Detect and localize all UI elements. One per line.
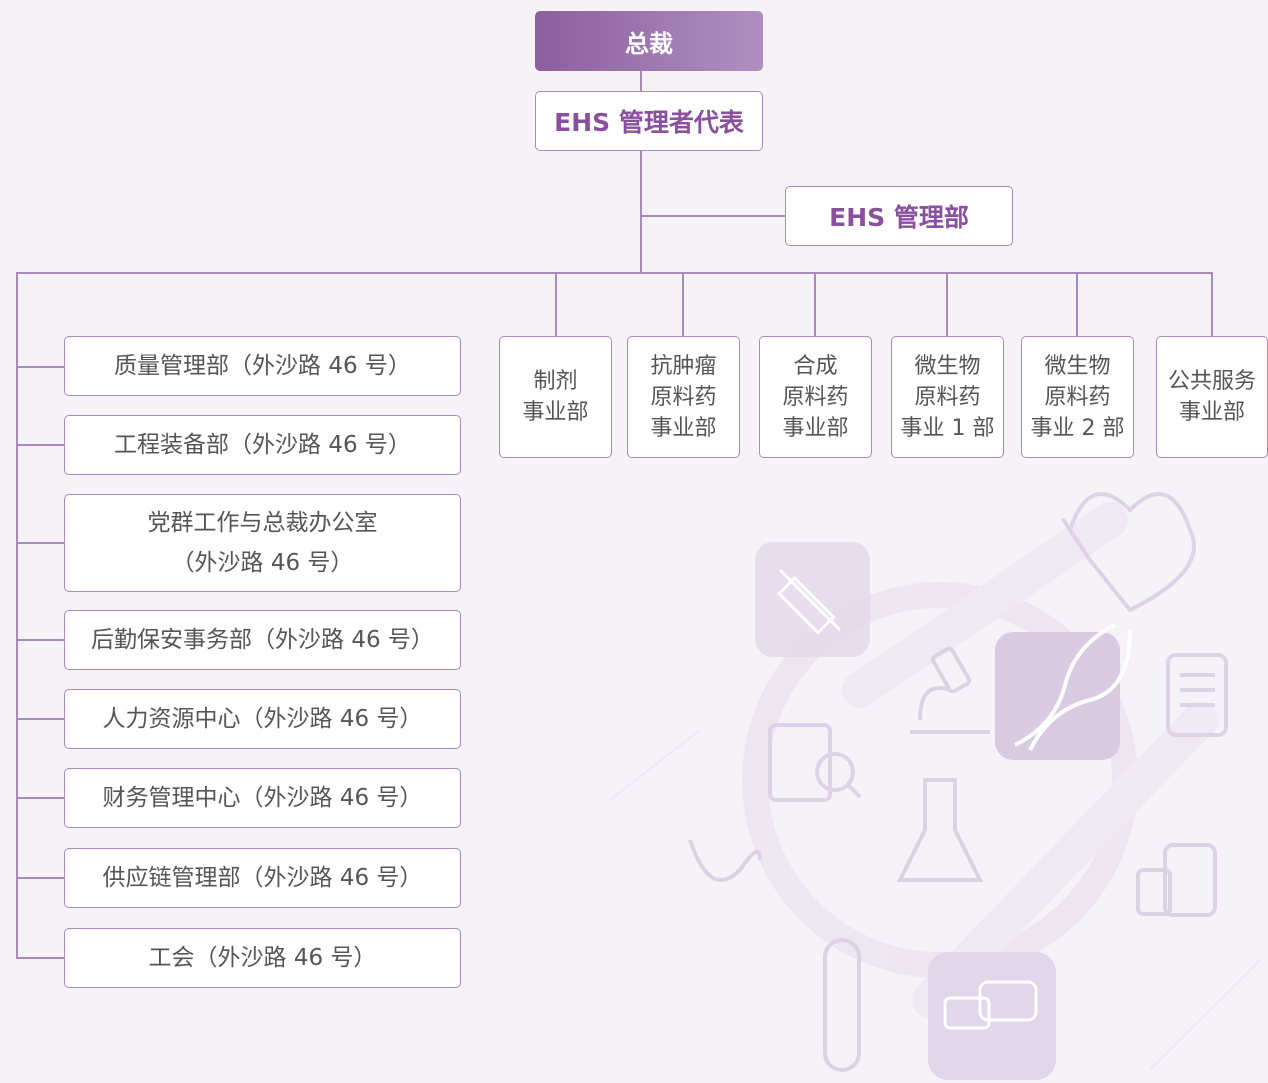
dept-finance-center: 财务管理中心（外沙路 46 号） — [64, 768, 461, 828]
branch-left-4 — [16, 639, 64, 641]
connector-top-to-rep — [640, 71, 642, 91]
unit-label-line2: 原料药 — [782, 384, 849, 410]
clipboard-icon — [1166, 653, 1228, 737]
unit-label-line1: 合成 — [793, 353, 838, 379]
unit-label-line1: 微生物 — [1044, 353, 1111, 379]
dept-logistics-security: 后勤保安事务部（外沙路 46 号） — [64, 610, 461, 670]
dept-engineering: 工程装备部（外沙路 46 号） — [64, 415, 461, 475]
dept-label: 财务管理中心（外沙路 46 号） — [102, 785, 423, 811]
branch-left-5 — [16, 718, 64, 720]
microscope-icon — [910, 646, 990, 734]
dna-icon — [995, 623, 1132, 760]
connector-rep-to-bus — [640, 151, 642, 273]
document-search-icon — [768, 723, 862, 802]
branch-left-3 — [16, 542, 64, 544]
dept-label-line2: （外沙路 46 号） — [171, 550, 354, 576]
president-label: 总裁 — [625, 29, 673, 58]
dept-label: 质量管理部（外沙路 46 号） — [114, 353, 411, 379]
unit-formulation: 制剂 事业部 — [499, 336, 612, 458]
unit-antitumor-api: 抗肿瘤 原料药 事业部 — [627, 336, 740, 458]
stethoscope-icon — [688, 839, 762, 882]
dept-supply-chain: 供应链管理部（外沙路 46 号） — [64, 848, 461, 908]
dept-hr-center: 人力资源中心（外沙路 46 号） — [64, 689, 461, 749]
dept-label: 工会（外沙路 46 号） — [148, 945, 377, 971]
main-horizontal-bus — [16, 272, 1213, 274]
unit-label-line2: 原料药 — [1044, 384, 1111, 410]
branch-unit-2 — [682, 272, 684, 336]
unit-label-line3: 事业 1 部 — [900, 415, 995, 441]
flask-icon — [896, 778, 984, 882]
unit-label-line3: 事业 2 部 — [1030, 415, 1125, 441]
medicine-bottle-icon — [1136, 843, 1217, 917]
unit-microbial-api-2: 微生物 原料药 事业 2 部 — [1021, 336, 1134, 458]
unit-label-line3: 事业部 — [782, 415, 849, 441]
dept-label: 后勤保安事务部（外沙路 46 号） — [91, 627, 434, 653]
dept-label: 人力资源中心（外沙路 46 号） — [102, 706, 423, 732]
branch-left-1 — [16, 366, 64, 368]
branch-unit-6 — [1211, 272, 1213, 336]
heart-icon — [1061, 492, 1196, 613]
branch-unit-3 — [814, 272, 816, 336]
unit-label-line1: 微生物 — [914, 353, 981, 379]
ehs-representative-box: EHS 管理者代表 — [535, 91, 763, 151]
ehs-department-label: EHS 管理部 — [829, 203, 969, 232]
unit-synthetic-api: 合成 原料药 事业部 — [759, 336, 872, 458]
president-box: 总裁 — [535, 11, 763, 71]
dept-label: 工程装备部（外沙路 46 号） — [114, 432, 411, 458]
unit-public-services: 公共服务 事业部 — [1156, 336, 1268, 458]
medical-decoration-graphic — [609, 492, 1261, 1080]
dept-label: 供应链管理部（外沙路 46 号） — [102, 865, 423, 891]
branch-left-6 — [16, 797, 64, 799]
connector-to-ehs-dept — [640, 215, 785, 217]
dept-label-line1: 党群工作与总裁办公室 — [147, 510, 378, 536]
dept-quality: 质量管理部（外沙路 46 号） — [64, 336, 461, 396]
unit-label-line2: 原料药 — [914, 384, 981, 410]
test-tube-icon — [823, 938, 861, 1072]
unit-label-line2: 事业部 — [1178, 400, 1245, 425]
branch-left-7 — [16, 877, 64, 879]
branch-left-8 — [16, 957, 64, 959]
unit-label-line1: 公共服务 — [1167, 369, 1256, 394]
ehs-department-box: EHS 管理部 — [785, 186, 1013, 246]
dept-trade-union: 工会（外沙路 46 号） — [64, 928, 461, 988]
chat-icon — [928, 952, 1056, 1080]
unit-label-line3: 事业部 — [650, 415, 717, 441]
unit-microbial-api-1: 微生物 原料药 事业 1 部 — [891, 336, 1004, 458]
branch-unit-1 — [555, 272, 557, 336]
unit-label-line2: 事业部 — [522, 400, 589, 425]
branch-unit-4 — [946, 272, 948, 336]
syringe-icon — [755, 542, 870, 657]
ehs-representative-label: EHS 管理者代表 — [554, 108, 744, 137]
unit-label-line1: 制剂 — [533, 369, 578, 394]
branch-unit-5 — [1076, 272, 1078, 336]
unit-label-line2: 原料药 — [650, 384, 717, 410]
unit-label-line1: 抗肿瘤 — [650, 353, 717, 379]
branch-left-2 — [16, 444, 64, 446]
dept-party-president-office: 党群工作与总裁办公室 （外沙路 46 号） — [64, 494, 461, 592]
left-vertical-spine — [16, 272, 18, 959]
